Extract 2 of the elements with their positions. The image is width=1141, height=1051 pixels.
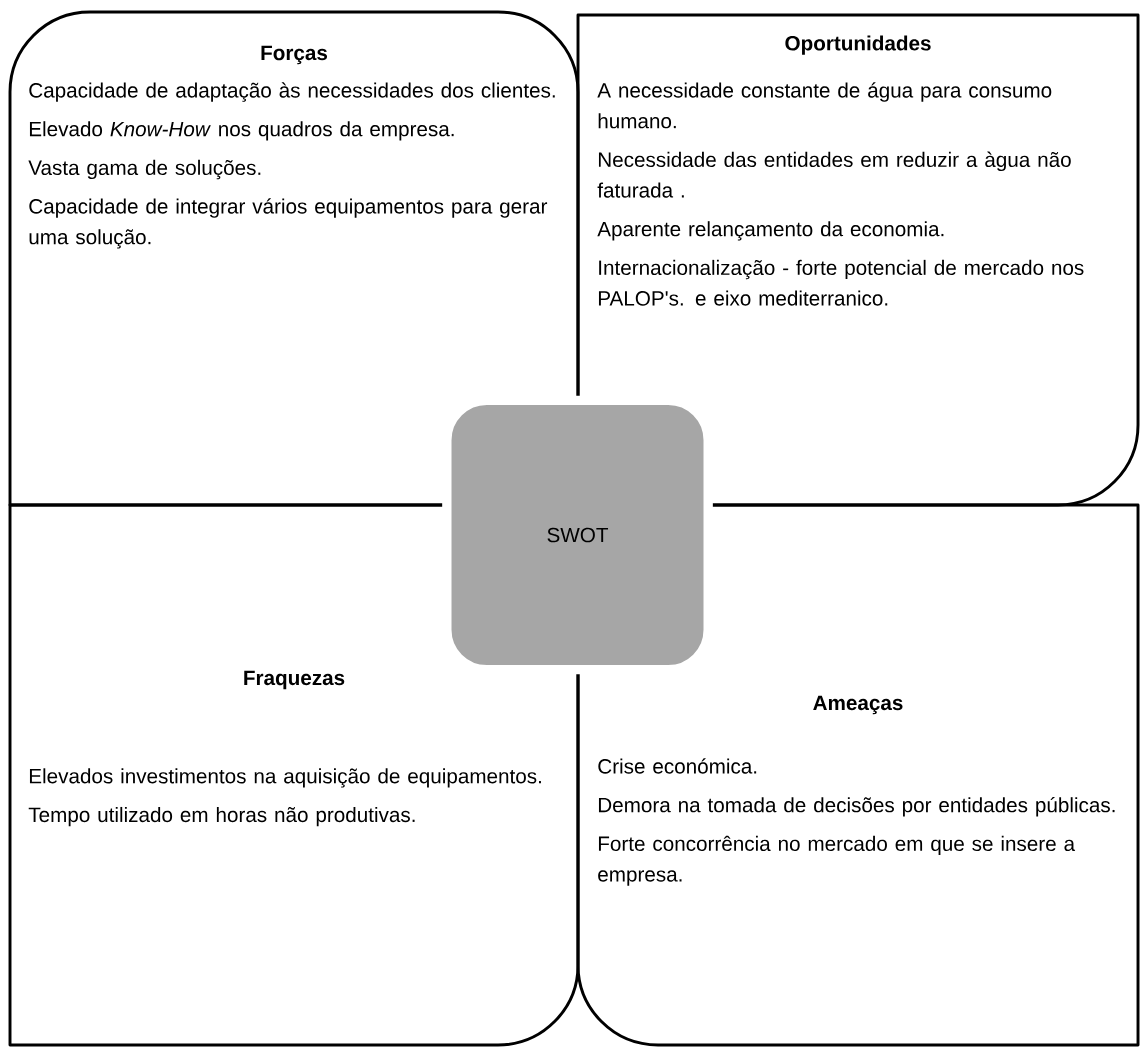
quadrant-box: Oportunidades A necessidade constante de água para consumo humano. Necessidade das entidades em reduzir a àgua não faturada . Aparente relançamento da economia. Internacionalização - forte potencial de mercado nos PALOP's. e eixo mediterranico.: [576, 13, 1140, 507]
center-box: SWOT: [442, 395, 713, 675]
